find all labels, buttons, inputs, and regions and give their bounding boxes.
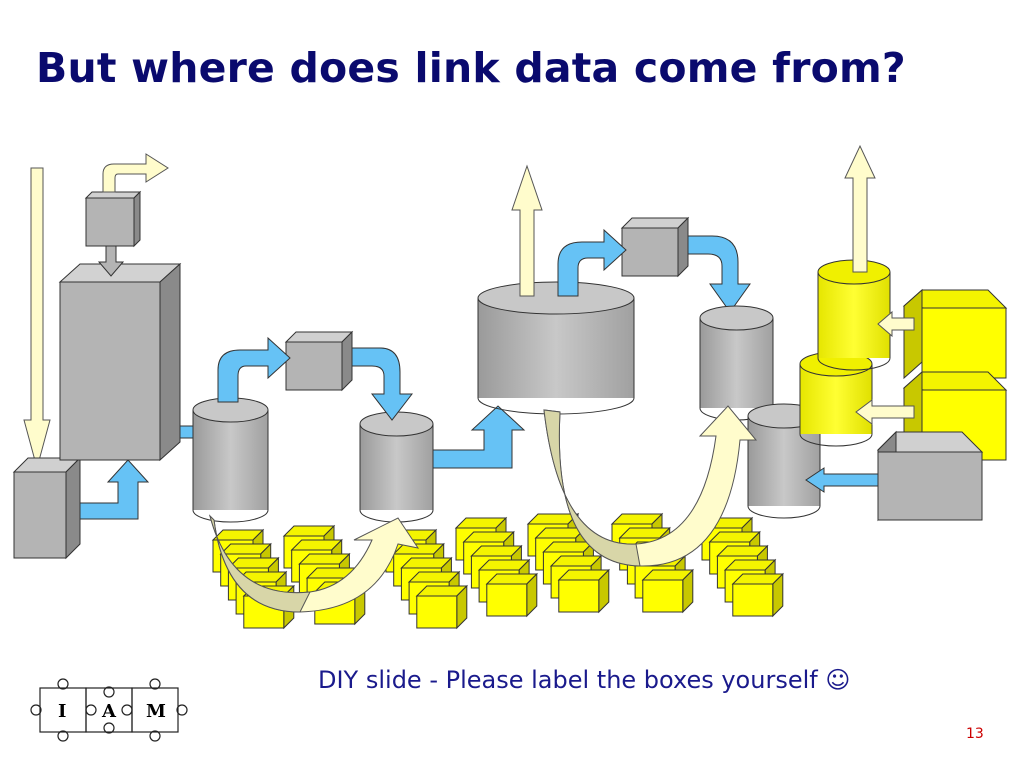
output-up-arrow [844,144,876,273]
input-down-arrow [23,167,51,470]
link-cube [731,572,785,618]
processor-box-a [284,330,354,392]
blue-flow-arrow [217,336,291,403]
page-number: 13 [966,726,984,742]
yellow-cylinder-lower [799,351,873,447]
logo-letter-m: M [146,701,166,722]
link-cube [557,568,611,614]
cylinder-right-a [699,305,774,421]
logo-letter-i: I [58,701,66,722]
blue-flow-arrow [79,459,150,520]
cylinder-left-b [359,411,434,523]
logo-letter-a: A [101,701,117,722]
link-cube-rows [211,512,785,630]
central-database-cylinder [477,281,635,415]
blue-flow-arrow [557,228,627,297]
yellow-cylinder-upper [817,259,891,371]
link-data-diagram [12,144,1008,630]
blue-flow-arrow [432,405,526,469]
curved-transfer-arrow-shadow [543,409,641,567]
blue-flow-arrow [351,347,414,421]
cream-left-arrow [855,399,915,425]
link-cube [485,572,539,618]
output-up-arrow [511,164,543,297]
top-processor-box [84,190,142,248]
output-up-arrow [102,153,169,193]
slide-title: But where does link data come from? [36,44,906,92]
small-source-box [12,456,82,560]
processor-box-b [620,216,690,278]
blue-flow-arrow [687,235,751,313]
tall-server-box [58,262,182,462]
link-cube [415,584,469,630]
slide-caption: DIY slide - Please label the boxes yours… [318,666,851,694]
yellow-source-cube-upper [902,288,1008,380]
gray-source-cube [876,430,984,522]
gray-down-arrow [97,245,125,277]
blue-left-arrow [805,467,879,493]
curved-transfer-arrow-shadow [209,514,311,613]
iam-puzzle-logo: I A M [30,678,188,742]
cylinder-left-a [192,397,269,523]
link-cube [641,568,695,614]
cream-left-arrow [877,310,915,338]
